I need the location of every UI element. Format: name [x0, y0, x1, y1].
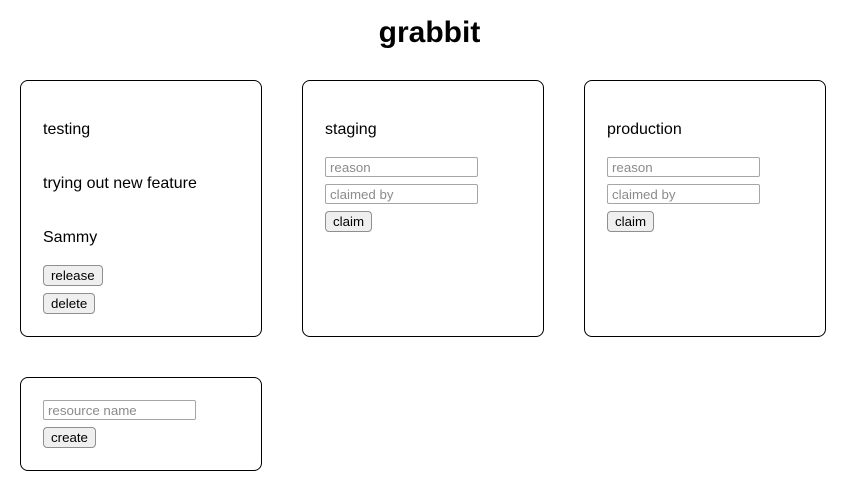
claimed-by-text: Sammy	[43, 229, 98, 246]
reason-input-production[interactable]	[607, 157, 760, 177]
resource-name-production: production	[607, 121, 682, 138]
reason-input-staging[interactable]	[325, 157, 478, 177]
app-title: grabbit	[378, 16, 481, 49]
resource-name-input[interactable]	[43, 400, 196, 420]
claimed-by-input-production[interactable]	[607, 184, 760, 204]
resource-card-production: production claim	[584, 80, 826, 337]
claimed-by-input-staging[interactable]	[325, 184, 478, 204]
claim-button-staging[interactable]: claim	[325, 211, 373, 232]
delete-button[interactable]: delete	[43, 293, 96, 314]
resource-card-testing: testing trying out new feature Sammy rel…	[20, 80, 262, 337]
resource-name-staging: staging	[325, 121, 377, 138]
create-button[interactable]: create	[43, 427, 96, 448]
resource-grid: testing trying out new feature Sammy rel…	[20, 80, 839, 471]
resource-card-staging: staging claim	[302, 80, 544, 337]
resource-name-testing: testing	[43, 121, 91, 138]
claim-button-production[interactable]: claim	[607, 211, 655, 232]
claim-reason-text: trying out new feature	[43, 175, 197, 192]
release-button[interactable]: release	[43, 265, 103, 286]
create-resource-card: create	[20, 377, 262, 471]
